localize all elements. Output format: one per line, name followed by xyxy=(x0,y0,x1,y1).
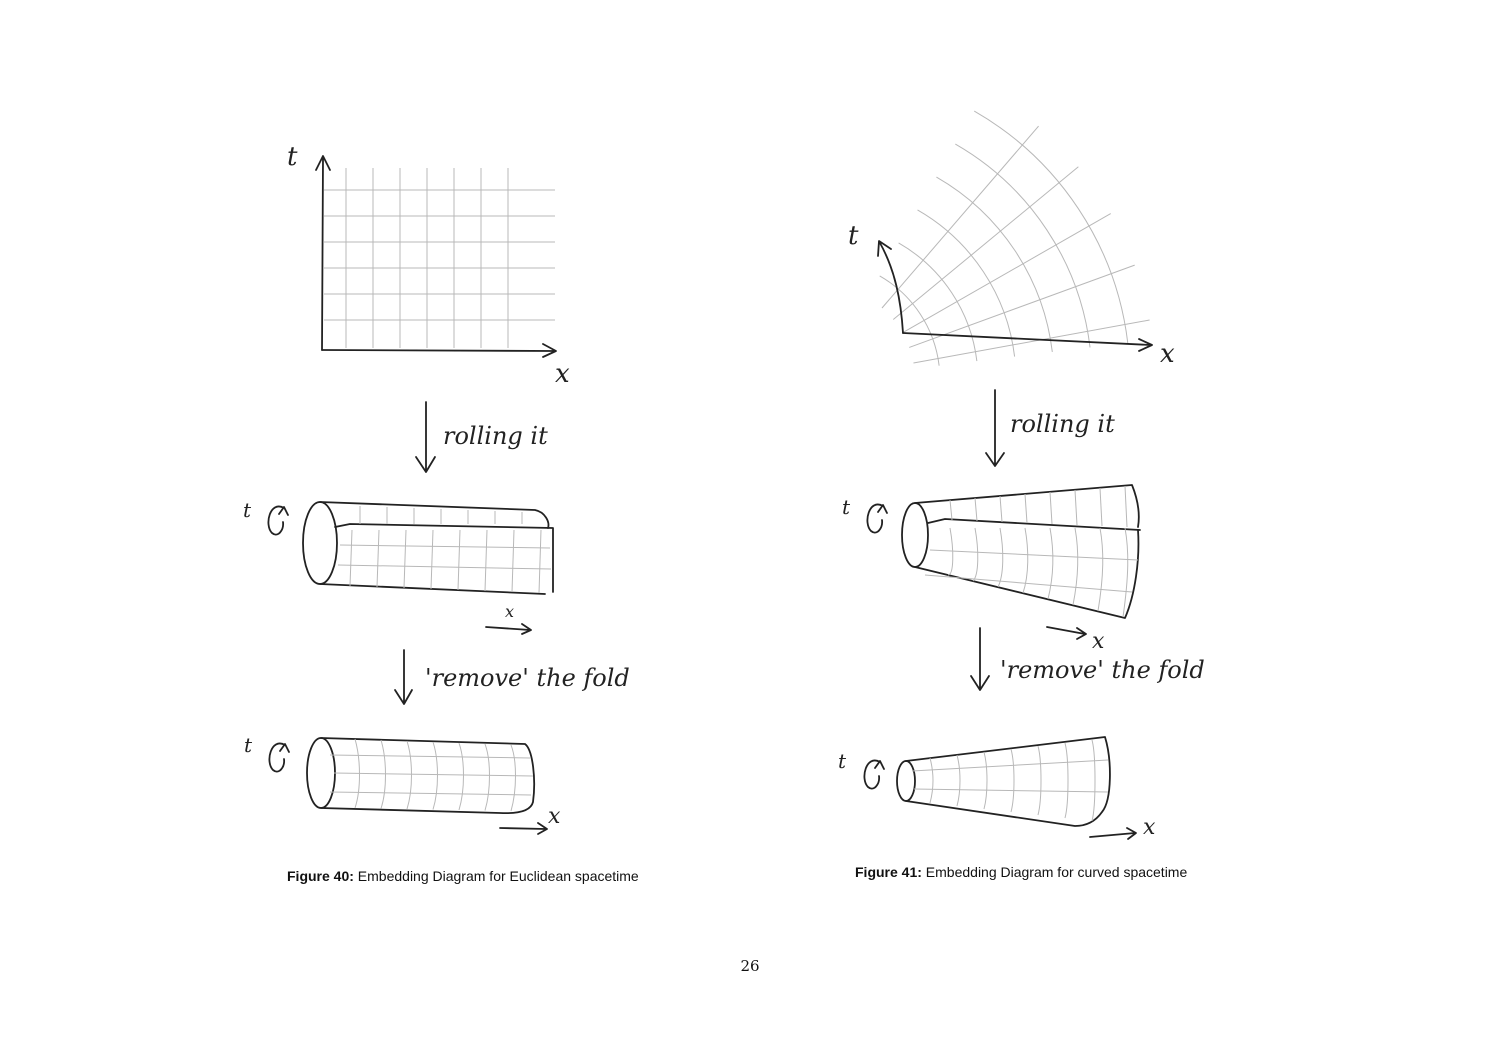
rotation-icon xyxy=(268,742,290,773)
rotation-icon xyxy=(863,759,885,790)
figure-40-caption: Figure 40: Embedding Diagram for Euclide… xyxy=(287,868,639,884)
down-arrow-1 xyxy=(985,389,1005,467)
smooth-cylinder: t x xyxy=(244,733,561,835)
step2-label: 'remove' the fold xyxy=(425,664,630,692)
rotation-icon xyxy=(267,505,289,536)
folded-cylinder: t x xyxy=(243,498,554,635)
x-axis-label: x xyxy=(1160,339,1175,369)
svg-text:t: t xyxy=(243,498,252,522)
svg-text:t: t xyxy=(838,749,847,773)
step1-label: rolling it xyxy=(1010,410,1115,438)
x-axis xyxy=(902,332,1153,352)
t-axis-label: t xyxy=(848,221,859,251)
step2-label: 'remove' the fold xyxy=(1000,656,1205,684)
down-arrow-2 xyxy=(394,649,413,705)
t-axis-label: t xyxy=(287,142,298,172)
flat-grid: t x xyxy=(287,142,570,389)
caption-text: Embedding Diagram for curved spacetime xyxy=(925,864,1188,880)
down-arrow-1 xyxy=(415,401,436,473)
svg-text:x: x xyxy=(1092,629,1105,654)
caption-label: Figure 40: xyxy=(287,868,354,884)
caption-text: Embedding Diagram for Euclidean spacetim… xyxy=(357,868,639,884)
figure-41-drawing: t x rolling it t x 'remove' the fold t x xyxy=(838,110,1205,840)
svg-text:x: x xyxy=(505,602,514,621)
caption-label: Figure 41: xyxy=(855,864,922,880)
x-axis-label: x xyxy=(555,359,570,389)
figure-41-caption: Figure 41: Embedding Diagram for curved … xyxy=(855,864,1187,880)
rotation-icon xyxy=(866,503,888,534)
svg-text:x: x xyxy=(1143,815,1156,840)
figure-40-drawing: t x rolling it t x 'remove' the fold t x xyxy=(243,142,630,835)
down-arrow-2 xyxy=(970,627,990,691)
x-axis xyxy=(321,343,557,358)
svg-text:x: x xyxy=(548,804,561,829)
t-axis xyxy=(315,155,331,351)
folded-cone: t x xyxy=(842,484,1141,654)
svg-text:t: t xyxy=(244,733,253,757)
curved-grid: t x xyxy=(848,110,1175,369)
svg-text:t: t xyxy=(842,495,851,519)
t-axis xyxy=(877,240,904,334)
smooth-cone: t x xyxy=(838,736,1156,840)
page-number: 26 xyxy=(740,957,760,975)
step1-label: rolling it xyxy=(443,422,548,450)
